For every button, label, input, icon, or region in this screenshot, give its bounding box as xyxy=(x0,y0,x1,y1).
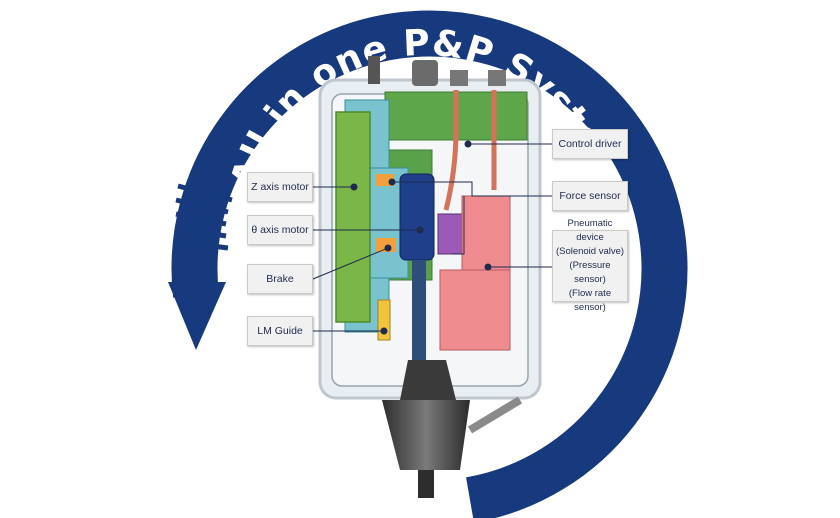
cable xyxy=(443,90,459,211)
pneumatic-line1: Pneumatic device xyxy=(567,218,613,243)
force-sensor-text: Force sensor xyxy=(559,190,621,202)
pneumatic-line2: (Solenoid valve) xyxy=(555,246,625,257)
pneumatic-device xyxy=(439,195,511,351)
z-axis-motor-text: Z axis motor xyxy=(251,181,309,193)
leader-lines xyxy=(312,140,552,335)
control-driver-text: Control driver xyxy=(558,138,622,150)
brake-label: Brake xyxy=(247,264,313,294)
speed-lines-icon xyxy=(175,183,233,251)
control-driver-label: Control driver xyxy=(552,129,628,159)
lm-guide-text: LM Guide xyxy=(257,325,303,337)
force-sensor-label: Force sensor xyxy=(552,181,628,211)
theta-axis-motor-text: θ axis motor xyxy=(251,224,309,236)
theta-axis-motor-label: θ axis motor xyxy=(247,215,313,245)
pneumatic-line4: (Flow rate sensor) xyxy=(568,288,612,313)
brake-text: Brake xyxy=(266,273,294,285)
lm-guide-label: LM Guide xyxy=(247,316,313,346)
theta-axis-motor xyxy=(399,173,435,261)
shaft xyxy=(412,260,426,360)
z-axis-motor-label: Z axis motor xyxy=(247,172,313,202)
circular-arrow-icon xyxy=(168,10,688,518)
z-axis-motor xyxy=(335,111,371,323)
pneumatic-device-label: Pneumatic device (Solenoid valve) (Press… xyxy=(552,218,628,313)
nozzle xyxy=(382,360,523,498)
pneumatic-line3: (Pressure sensor) xyxy=(569,260,611,285)
